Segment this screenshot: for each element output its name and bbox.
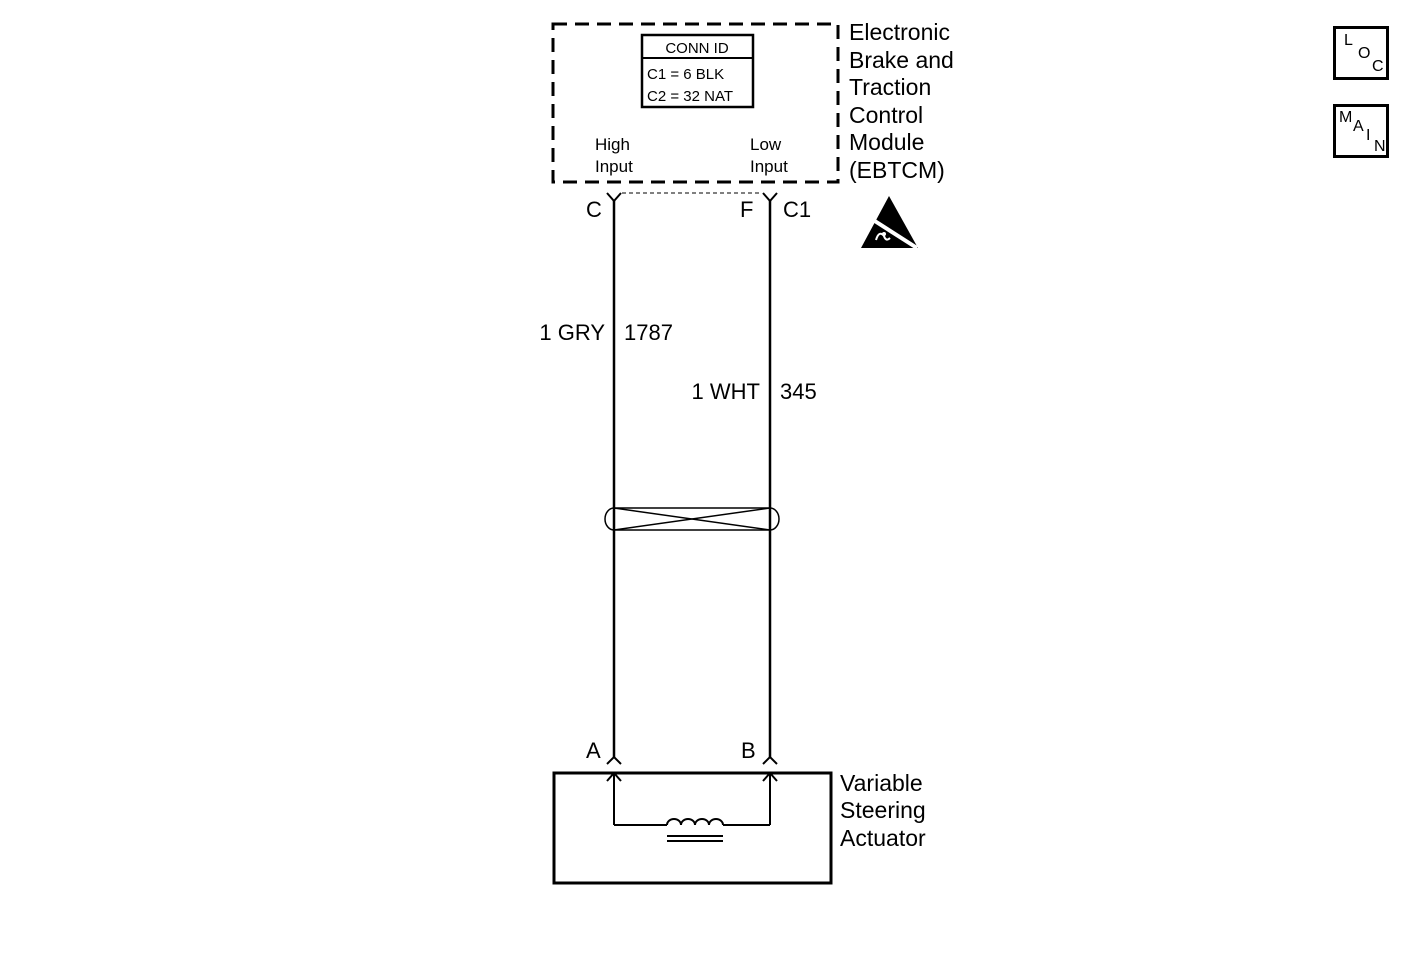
- svg-text:Variable: Variable: [840, 770, 923, 796]
- main-letter-n: N: [1374, 138, 1386, 155]
- conn-id-row-2: C2 = 32 NAT: [647, 88, 733, 105]
- loc-letter-c: C: [1372, 58, 1384, 75]
- pin-a-label: A: [586, 738, 601, 763]
- svg-text:Brake and: Brake and: [849, 47, 954, 73]
- svg-text:(EBTCM): (EBTCM): [849, 157, 945, 183]
- loc-letter-o: O: [1358, 45, 1371, 62]
- svg-text:Control: Control: [849, 102, 923, 128]
- wire-1-gauge-color: 1 GRY: [539, 320, 605, 345]
- loc-letter-l: L: [1344, 32, 1353, 49]
- svg-text:Module: Module: [849, 129, 924, 155]
- conn-id-header: CONN ID: [665, 40, 729, 57]
- esd-warning-icon: [861, 196, 919, 250]
- main-letter-a: A: [1353, 118, 1364, 135]
- conn-id-box: CONN ID C1 = 6 BLK C2 = 32 NAT: [640, 33, 755, 109]
- pin-c-label: C: [586, 197, 602, 222]
- ebtcm-module-box: [551, 22, 840, 184]
- svg-text:Actuator: Actuator: [840, 825, 926, 851]
- loc-button[interactable]: L O C: [1333, 26, 1389, 80]
- pin-b-label: B: [741, 738, 756, 763]
- low-input-label-line-2: Input: [750, 157, 788, 176]
- pin-f-label: F: [740, 197, 753, 222]
- conn-id-row-1: C1 = 6 BLK: [647, 66, 724, 83]
- pin-c-terminal: [606, 192, 622, 203]
- connector-c1-label: C1: [783, 197, 811, 222]
- pin-f-terminal: [762, 192, 778, 203]
- ebtcm-module-name: Electronic Brake and Traction Control Mo…: [849, 19, 954, 183]
- coil-icon: [606, 771, 778, 842]
- low-input-label-line-1: Low: [750, 135, 782, 154]
- svg-text:Electronic: Electronic: [849, 19, 950, 45]
- wire-2-circuit: 345: [780, 379, 817, 404]
- actuator-name: Variable Steering Actuator: [840, 770, 926, 851]
- twisted-pair-icon: [604, 507, 780, 531]
- wire-1-circuit: 1787: [624, 320, 673, 345]
- main-letter-i: I: [1366, 127, 1371, 144]
- svg-text:Traction: Traction: [849, 74, 931, 100]
- svg-text:Steering: Steering: [840, 797, 926, 823]
- pin-a-terminal: [606, 755, 622, 765]
- pin-b-terminal: [762, 755, 778, 765]
- actuator-box: [552, 771, 833, 885]
- high-input-label-line-1: High: [595, 135, 630, 154]
- main-letter-m: M: [1339, 109, 1353, 126]
- wire-2-gauge-color: 1 WHT: [692, 379, 760, 404]
- main-button[interactable]: M A I N: [1333, 104, 1389, 158]
- high-input-label-line-2: Input: [595, 157, 633, 176]
